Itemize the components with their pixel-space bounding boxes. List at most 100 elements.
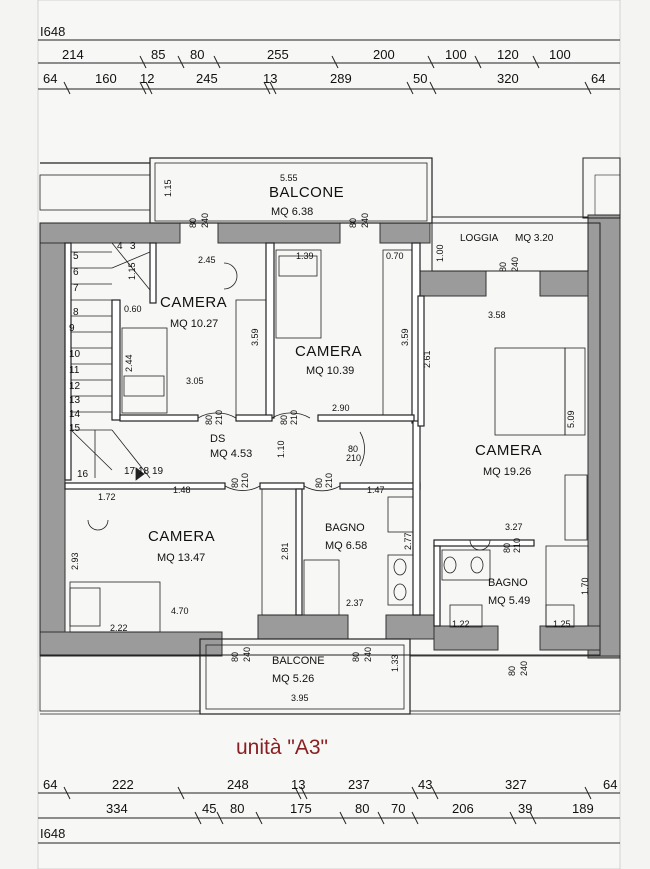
room-area: MQ 5.49 xyxy=(488,595,530,607)
measure-label: 0.70 xyxy=(386,251,404,261)
bottom-row1: 64 222 248 13 237 43 327 64 xyxy=(43,777,617,792)
measure-label: 1.48 xyxy=(173,485,191,495)
dim-label: 320 xyxy=(497,71,519,86)
room-area: MQ 19.26 xyxy=(483,466,531,478)
svg-text:210: 210 xyxy=(214,410,224,425)
measure-label: 2.61 xyxy=(422,350,432,368)
dim-label: 64 xyxy=(603,777,617,792)
room-name: BALCONE xyxy=(272,655,325,667)
dim-label: 12 xyxy=(140,71,154,86)
room-name: BAGNO xyxy=(488,577,528,589)
svg-text:80: 80 xyxy=(502,543,512,553)
svg-text:80: 80 xyxy=(314,478,324,488)
measure-label: 1.33 xyxy=(390,654,400,672)
measure-label: 2.44 xyxy=(124,354,134,372)
dim-label: 100 xyxy=(445,47,467,62)
room-area: MQ 4.53 xyxy=(210,448,252,460)
svg-text:80: 80 xyxy=(204,415,214,425)
svg-text:16: 16 xyxy=(77,469,89,480)
dim-label: 214 xyxy=(62,47,84,62)
svg-text:80: 80 xyxy=(188,218,198,228)
svg-text:5: 5 xyxy=(73,251,79,262)
measure-label: 2.93 xyxy=(70,552,80,570)
room-name: DS xyxy=(210,433,225,445)
measure-label: 5.55 xyxy=(280,173,298,183)
door-swings xyxy=(87,262,491,551)
dim-label: 245 xyxy=(196,71,218,86)
room-area: MQ 13.47 xyxy=(157,552,205,564)
svg-text:13: 13 xyxy=(69,395,81,406)
svg-text:8: 8 xyxy=(73,307,79,318)
measure-label: 1.70 xyxy=(580,577,590,595)
measure-label: 3.58 xyxy=(488,310,506,320)
svg-text:80: 80 xyxy=(498,262,508,272)
sheet xyxy=(37,0,621,869)
svg-text:210: 210 xyxy=(346,453,361,463)
room-name: CAMERA xyxy=(295,343,362,360)
stairs xyxy=(70,242,151,481)
svg-text:80: 80 xyxy=(507,666,517,676)
dim-label: 85 xyxy=(151,47,165,62)
measure-label: 1.25 xyxy=(553,619,571,629)
svg-text:240: 240 xyxy=(519,661,529,676)
dim-label: 100 xyxy=(549,47,571,62)
loggia xyxy=(431,157,621,272)
furniture xyxy=(69,249,589,633)
room-name: BAGNO xyxy=(325,522,365,534)
dim-label: 64 xyxy=(43,777,57,792)
bottom-dimensions xyxy=(38,792,620,844)
svg-text:14: 14 xyxy=(69,409,81,420)
room-area: MQ 3.20 xyxy=(515,233,554,244)
room-name: CAMERA xyxy=(475,442,542,459)
stair-numbers: 5 6 7 8 9 10 11 12 13 14 15 16 17 18 19 … xyxy=(69,241,164,480)
balcone-top xyxy=(39,157,433,224)
measure-label: 2.81 xyxy=(280,542,290,560)
interior-walls xyxy=(64,242,535,627)
svg-text:12: 12 xyxy=(69,381,81,392)
dim-label: 64 xyxy=(43,71,57,86)
room-name: BALCONE xyxy=(269,184,344,201)
dim-label: 80 xyxy=(230,801,244,816)
dim-label: 80 xyxy=(355,801,369,816)
dim-label: 43 xyxy=(418,777,432,792)
room-name: CAMERA xyxy=(148,528,215,545)
svg-text:17: 17 xyxy=(124,466,136,477)
svg-text:10: 10 xyxy=(69,349,81,360)
svg-text:240: 240 xyxy=(360,213,370,228)
dim-label: 206 xyxy=(452,801,474,816)
room-area: MQ 10.27 xyxy=(170,318,218,330)
svg-text:3: 3 xyxy=(130,241,136,252)
dim-label: 45 xyxy=(202,801,216,816)
svg-text:80: 80 xyxy=(351,652,361,662)
svg-text:15: 15 xyxy=(69,423,81,434)
top-ticks xyxy=(63,55,592,95)
room-name: CAMERA xyxy=(160,294,227,311)
measure-label: 3.59 xyxy=(250,328,260,346)
dim-label: 70 xyxy=(391,801,405,816)
svg-text:80: 80 xyxy=(348,218,358,228)
svg-text:80: 80 xyxy=(348,444,358,454)
measure-label: 1.39 xyxy=(296,251,314,261)
opening-labels: 80 240 80 240 80 240 80 240 80 240 80 24… xyxy=(188,213,529,676)
dim-label: 120 xyxy=(497,47,519,62)
dim-label: 175 xyxy=(290,801,312,816)
top-row1: 214 85 80 255 200 100 120 100 xyxy=(62,47,571,62)
exterior-walls xyxy=(39,214,621,659)
svg-text:11: 11 xyxy=(69,365,80,376)
dim-label: 39 xyxy=(518,801,532,816)
dim-label: 327 xyxy=(505,777,527,792)
dim-label: 222 xyxy=(112,777,134,792)
measure-label: 2.37 xyxy=(346,598,364,608)
dim-label: 13 xyxy=(291,777,305,792)
measure-label: 2.45 xyxy=(198,255,216,265)
room-name: LOGGIA xyxy=(460,233,499,244)
balcone-bottom xyxy=(39,638,621,715)
svg-text:19: 19 xyxy=(152,466,164,477)
svg-text:80: 80 xyxy=(230,652,240,662)
inner-measures: 5.55 1.15 2.45 1.15 0.60 2.44 3.05 3.59 … xyxy=(70,173,590,703)
dim-label: 237 xyxy=(348,777,370,792)
measure-label: 3.05 xyxy=(186,376,204,386)
svg-text:210: 210 xyxy=(240,473,250,488)
dim-label: 13 xyxy=(263,71,277,86)
svg-text:4: 4 xyxy=(117,241,123,252)
